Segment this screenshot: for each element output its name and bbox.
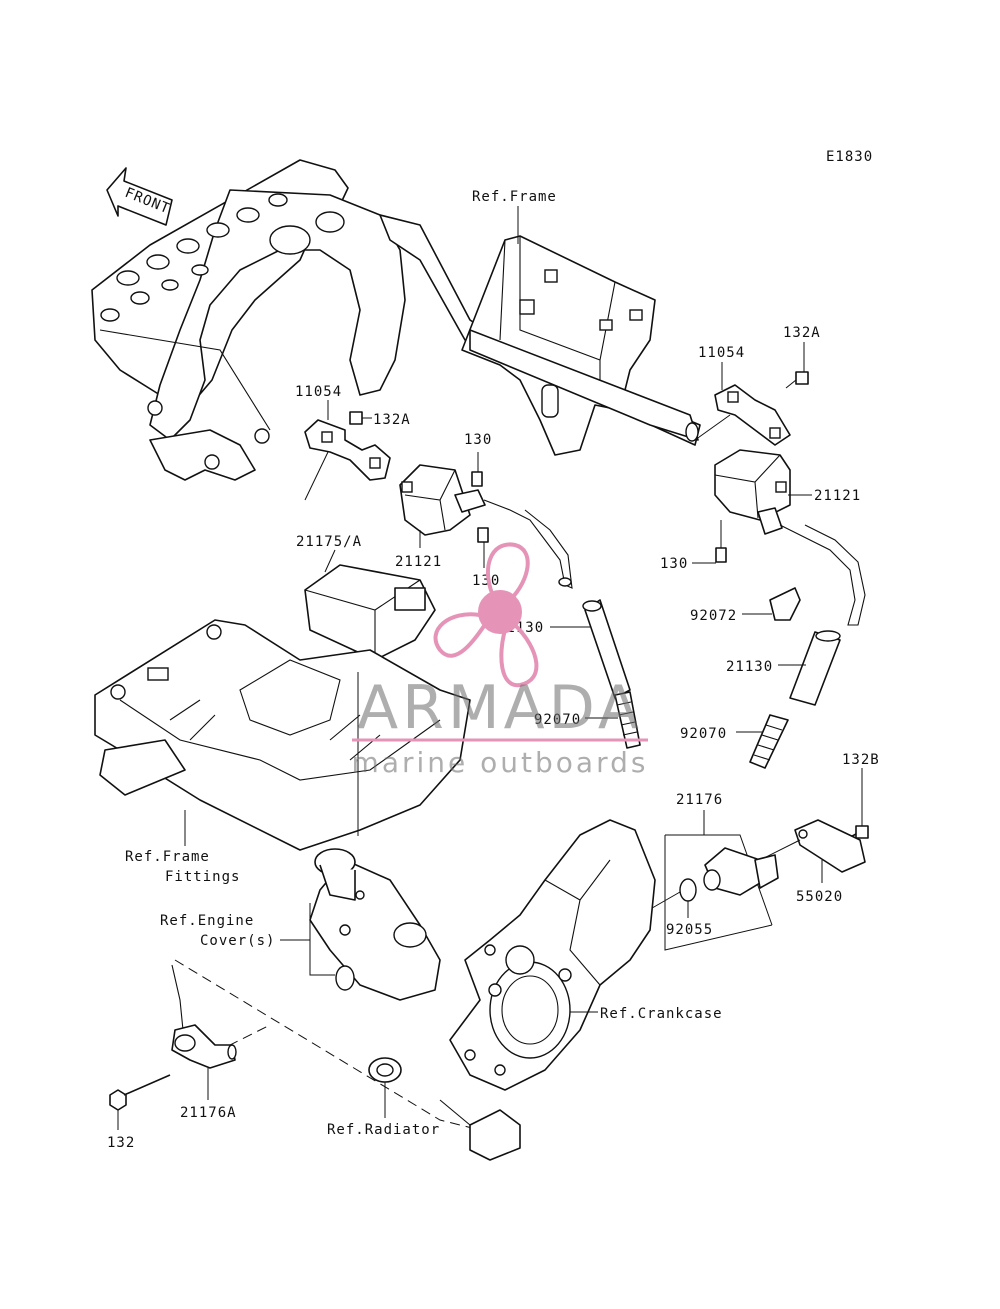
watermark-tagline: marine outboards [352, 746, 649, 779]
clamp-92072: 92072 [690, 587, 801, 624]
bolt-132b-label: 132B [842, 752, 880, 768]
sensor-21176a: 21176A [171, 964, 237, 1121]
bracket-right-label: 11054 [698, 345, 745, 361]
radiator-clamp: Ref.Radiator [327, 1057, 440, 1138]
coil-left-label: 21121 [395, 554, 442, 570]
wiring-dashed-line [174, 959, 501, 1136]
ref-frame-top-label: Ref.Frame [472, 189, 557, 205]
bolt-right-label: 132A [783, 325, 821, 341]
bracket-left-label: 11054 [295, 384, 342, 400]
bolt-132b: 132B [842, 752, 880, 841]
bolt-left-label: 132A [373, 412, 411, 428]
bolt-130-upper: 130 [464, 432, 492, 487]
oring-label: 92055 [666, 922, 713, 938]
bolt-132a-left: 132A [349, 411, 411, 428]
bracket-11054-right: 11054 [694, 345, 791, 446]
ignition-coil-left: 21121 [395, 464, 573, 589]
diagram-code: E1830 [826, 149, 873, 165]
spark-plug-left: 92070 [534, 691, 641, 749]
plug-left-label: 92070 [534, 712, 581, 728]
ref-engine-cover-label-1: Ref.Engine [160, 913, 254, 929]
ref-frame-fittings-label-1: Ref.Frame [125, 849, 210, 865]
bolt-132a-right: 132A [783, 325, 821, 389]
ecu-label: 21175/A [296, 534, 362, 550]
engine-cover: Ref.Engine Cover(s) [160, 848, 441, 1001]
bolt-132-label: 132 [107, 1135, 135, 1151]
connector-plug [439, 1099, 521, 1161]
front-arrow-icon: FRONT [106, 167, 173, 226]
cap-right-label: 21130 [726, 659, 773, 675]
watermark-brand: ARMADA [357, 673, 643, 743]
frame-crossbar [469, 329, 699, 441]
sensor-group-label: 21176 [676, 792, 723, 808]
coil-right-label: 21121 [814, 488, 861, 504]
oring-92055: 92055 [639, 878, 713, 938]
propeller-logo-icon [433, 542, 539, 688]
plate-label: 55020 [796, 889, 843, 905]
ignition-coil-right: 21121 [714, 449, 866, 626]
bolt-130-lower-label: 130 [472, 573, 500, 589]
sensor-21176-group: 21176 [664, 792, 779, 951]
spark-plug-right: 92070 [680, 714, 789, 769]
frame-fittings-tray: Ref.Frame Fittings [94, 619, 471, 885]
bolt-130-lower: 130 [472, 527, 500, 589]
ecu-unit: 21175/A [296, 534, 436, 661]
bolt-132: 132 [107, 1074, 171, 1151]
watermark: ARMADA marine outboards [352, 542, 649, 779]
ref-radiator-label: Ref.Radiator [327, 1122, 440, 1138]
ref-frame-fittings-label-2: Fittings [165, 869, 240, 885]
bolt-130-right: 130 [660, 520, 727, 572]
bolt-130-right-label: 130 [660, 556, 688, 572]
clamp-label: 92072 [690, 608, 737, 624]
crankcase: Ref.Crankcase [449, 819, 723, 1091]
sensor-a-label: 21176A [180, 1105, 237, 1121]
plug-cap-right: 21130 [726, 630, 841, 706]
ref-engine-cover-label-2: Cover(s) [200, 933, 275, 949]
bracket-11054-left: 11054 [295, 384, 391, 501]
ref-crankcase-label: Ref.Crankcase [600, 1006, 723, 1022]
plug-right-label: 92070 [680, 726, 727, 742]
bolt-130-upper-label: 130 [464, 432, 492, 448]
